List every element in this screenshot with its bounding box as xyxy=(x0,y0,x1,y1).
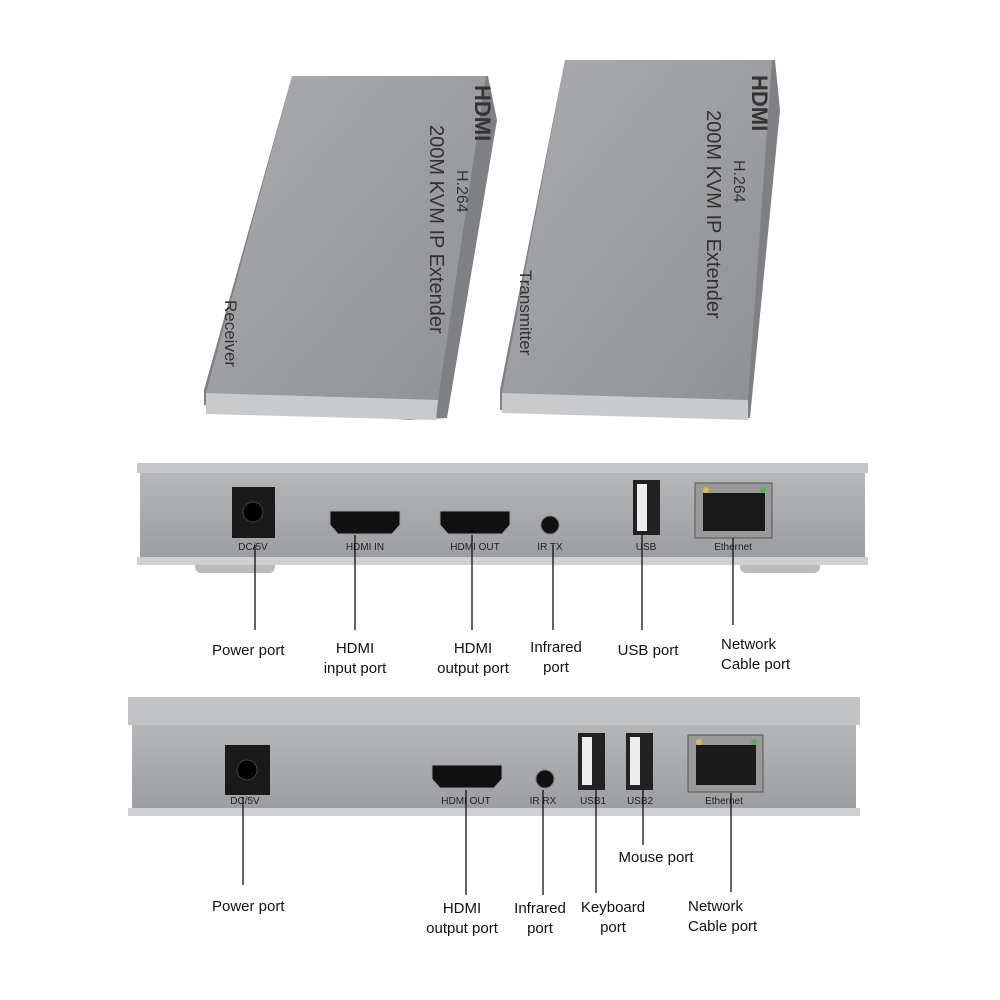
port-label-usb1: USB1 xyxy=(580,796,607,807)
callout-text: Power port xyxy=(212,898,285,915)
callout-text: Cable port xyxy=(721,656,791,673)
callout-text: Network xyxy=(688,898,744,915)
receiver-logo: HDMI xyxy=(470,85,495,141)
callout-text: USB port xyxy=(617,642,679,659)
port-label-ethernet: Ethernet xyxy=(705,796,743,807)
callout-text: Network xyxy=(721,636,777,653)
callout-infrared-port: Infrared port xyxy=(530,638,582,678)
callout-text: HDMI xyxy=(442,900,482,917)
transmitter-codec: H.264 xyxy=(730,160,747,203)
port-label-hdmi-in: HDMI IN xyxy=(346,542,384,553)
transmitter-model: 200M KVM IP Extender xyxy=(702,110,724,319)
callout-lines xyxy=(242,790,732,895)
callout-mouse-port: Mouse port xyxy=(618,848,693,868)
receiver-codec: H.264 xyxy=(453,170,470,213)
receiver-unit: HDMI H.264 200M KVM IP Extender Receiver xyxy=(204,76,497,420)
callout-keyboard-port: Keyboard port xyxy=(581,898,645,938)
callout-text: Power port xyxy=(212,642,285,659)
hdmi-in-port xyxy=(329,510,401,535)
ir-rx-jack xyxy=(535,769,555,789)
callout-hdmi-output-port: HDMI output port xyxy=(426,899,498,939)
port-label-usb2: USB2 xyxy=(627,796,654,807)
callout-power-port: Power port xyxy=(212,897,285,917)
callout-text: output port xyxy=(437,660,509,677)
port-label-dc: DC/5V xyxy=(238,542,268,553)
port-label-dc: DC/5V xyxy=(230,796,260,807)
callout-text: Cable port xyxy=(688,918,758,935)
callout-text: output port xyxy=(426,920,498,937)
port-label-hdmi-out: HDMI OUT xyxy=(450,542,499,553)
port-label-usb: USB xyxy=(636,542,657,553)
ir-tx-jack xyxy=(540,515,560,535)
transmitter-role: Transmitter xyxy=(516,270,535,356)
callout-power-port: Power port xyxy=(212,641,285,661)
hdmi-out-port xyxy=(439,510,511,535)
receiver-role: Receiver xyxy=(221,300,240,367)
hdmi-out-port xyxy=(431,764,503,789)
callout-usb-port: USB port xyxy=(618,641,679,661)
callout-text: Infrared xyxy=(514,900,566,917)
transmitter-front-panel: DC/5V HDMI IN HDMI OUT IR TX USB Etherne… xyxy=(137,463,868,630)
callout-lines xyxy=(254,535,734,630)
callout-text: port xyxy=(543,659,569,676)
transmitter-unit: HDMI H.264 200M KVM IP Extender Transmit… xyxy=(500,60,780,420)
receiver-model: 200M KVM IP Extender xyxy=(425,125,447,334)
callout-text: input port xyxy=(323,660,387,677)
port-label-ir: IR TX xyxy=(537,542,563,553)
callout-text: HDMI xyxy=(335,640,375,657)
receiver-front-panel: DC/5V HDMI OUT IR RX USB1 USB2 Ethernet xyxy=(128,697,860,895)
callout-infrared-port: Infrared port xyxy=(514,899,566,939)
callout-text: port xyxy=(600,919,626,936)
callout-text: Infrared xyxy=(530,639,582,656)
callout-text: port xyxy=(527,920,553,937)
callout-text: Keyboard xyxy=(580,899,646,916)
callout-text: HDMI xyxy=(453,640,493,657)
callout-hdmi-output-port: HDMI output port xyxy=(437,639,509,679)
transmitter-logo: HDMI xyxy=(747,75,772,131)
callout-hdmi-input-port: HDMI input port xyxy=(324,639,387,679)
callout-text: Mouse port xyxy=(618,849,694,866)
